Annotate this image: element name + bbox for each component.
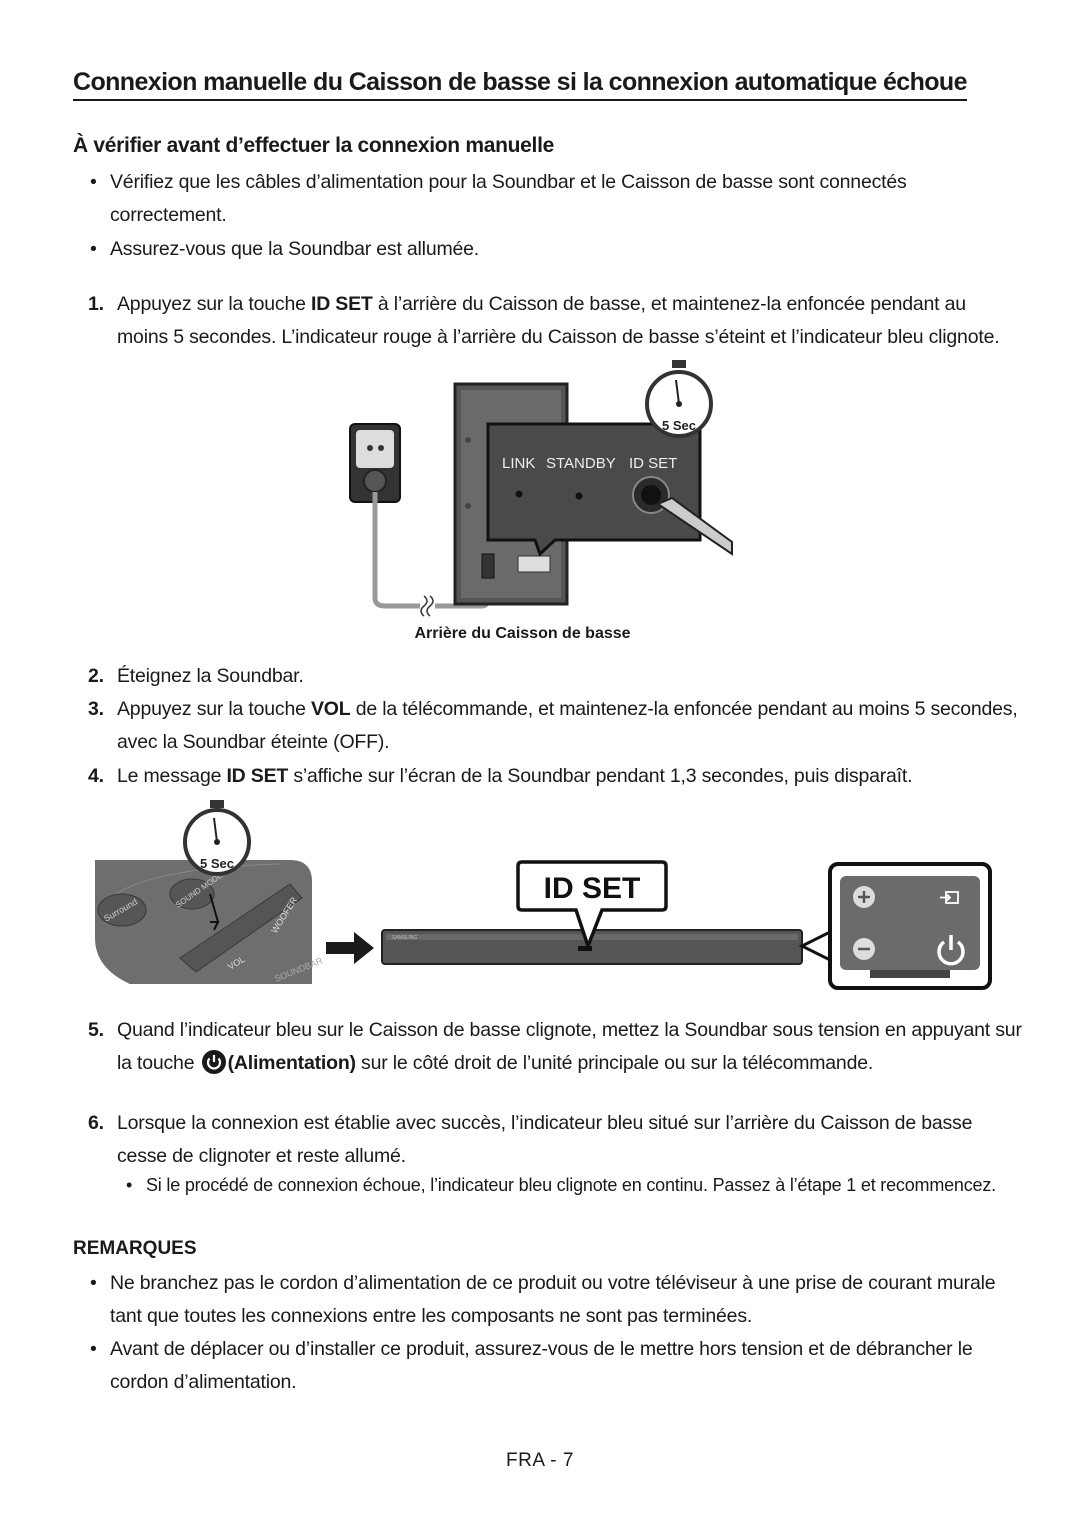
panel-label-standby: STANDBY bbox=[546, 455, 616, 472]
timer-label: 5 Sec bbox=[662, 418, 696, 433]
step-3: 3. Appuyez sur la touche VOL de la téléc… bbox=[88, 693, 1018, 759]
page-title: Connexion manuelle du Caisson de basse s… bbox=[73, 68, 968, 101]
remote-control: Surround SOUND MODE VOL WOOFER SOUNDBAR bbox=[95, 860, 325, 984]
id-set-display-text: ID SET bbox=[544, 872, 641, 905]
step-number: 2. bbox=[88, 665, 104, 687]
vol-keyword: VOL bbox=[310, 698, 351, 720]
id-set-display-callout: ID SET bbox=[516, 860, 668, 952]
remark-item: • Ne branchez pas le cordon d’alimentati… bbox=[90, 1267, 1020, 1333]
timer-label: 5 Sec bbox=[200, 856, 234, 871]
bullet-dot: • bbox=[90, 238, 97, 260]
soundbar-brand: SAMSUNG bbox=[392, 935, 417, 941]
figure-caption: Arrière du Caisson de basse bbox=[414, 625, 631, 642]
section-subtitle: À vérifier avant d’effectuer la connexio… bbox=[73, 134, 554, 157]
power-icon bbox=[201, 1050, 226, 1074]
remarks-heading: REMARQUES bbox=[73, 1238, 197, 1259]
step-2: 2. Éteignez la Soundbar. bbox=[88, 660, 1018, 693]
step-number: 6. bbox=[88, 1112, 104, 1134]
remark-item: • Avant de déplacer ou d’installer ce pr… bbox=[90, 1333, 1020, 1399]
step-6-note: • Si le procédé de connexion échoue, l’i… bbox=[126, 1170, 1006, 1201]
bullet-dot: • bbox=[90, 171, 97, 193]
arrow-right-icon bbox=[326, 932, 374, 964]
subwoofer-rear-illustration: LINK STANDBY ID SET 5 Sec bbox=[349, 360, 733, 617]
step-number: 1. bbox=[88, 293, 104, 315]
id-set-panel: LINK STANDBY ID SET bbox=[486, 422, 733, 557]
id-set-keyword: ID SET bbox=[226, 765, 289, 787]
panel-label-id-set: ID SET bbox=[629, 455, 677, 472]
check-item: • Vérifiez que les câbles d’alimentation… bbox=[90, 166, 1020, 232]
bullet-dot: • bbox=[90, 1272, 97, 1294]
step-number: 4. bbox=[88, 765, 104, 787]
step-number: 3. bbox=[88, 698, 104, 720]
stopwatch-icon: 5 Sec bbox=[645, 360, 713, 438]
step-6: 6. Lorsque la connexion est établie avec… bbox=[88, 1107, 1018, 1173]
bullet-dot: • bbox=[90, 1338, 97, 1360]
source-icon bbox=[940, 891, 959, 904]
id-set-keyword: ID SET bbox=[310, 293, 373, 315]
step-5: 5. Quand l’indicateur bleu sur le Caisso… bbox=[88, 1014, 1023, 1080]
power-icon bbox=[937, 935, 965, 966]
step-4: 4. Le message ID SET s’affiche sur l’écr… bbox=[88, 760, 1018, 793]
stopwatch-icon: 5 Sec bbox=[183, 800, 251, 876]
wall-socket-icon bbox=[349, 423, 401, 503]
remote-soundbar-illustration: Surround SOUND MODE VOL WOOFER SOUNDBAR … bbox=[95, 800, 992, 990]
page-number: FRA - 7 bbox=[506, 1450, 574, 1471]
panel-label-link: LINK bbox=[502, 455, 535, 472]
check-item: • Assurez-vous que la Soundbar est allum… bbox=[90, 233, 1020, 266]
power-keyword: (Alimentation) bbox=[227, 1052, 356, 1074]
bullet-dot: • bbox=[126, 1175, 133, 1195]
step-number: 5. bbox=[88, 1019, 104, 1041]
side-panel-zoom bbox=[798, 862, 992, 990]
step-1: 1. Appuyez sur la touche ID SET à l’arri… bbox=[88, 288, 1018, 354]
